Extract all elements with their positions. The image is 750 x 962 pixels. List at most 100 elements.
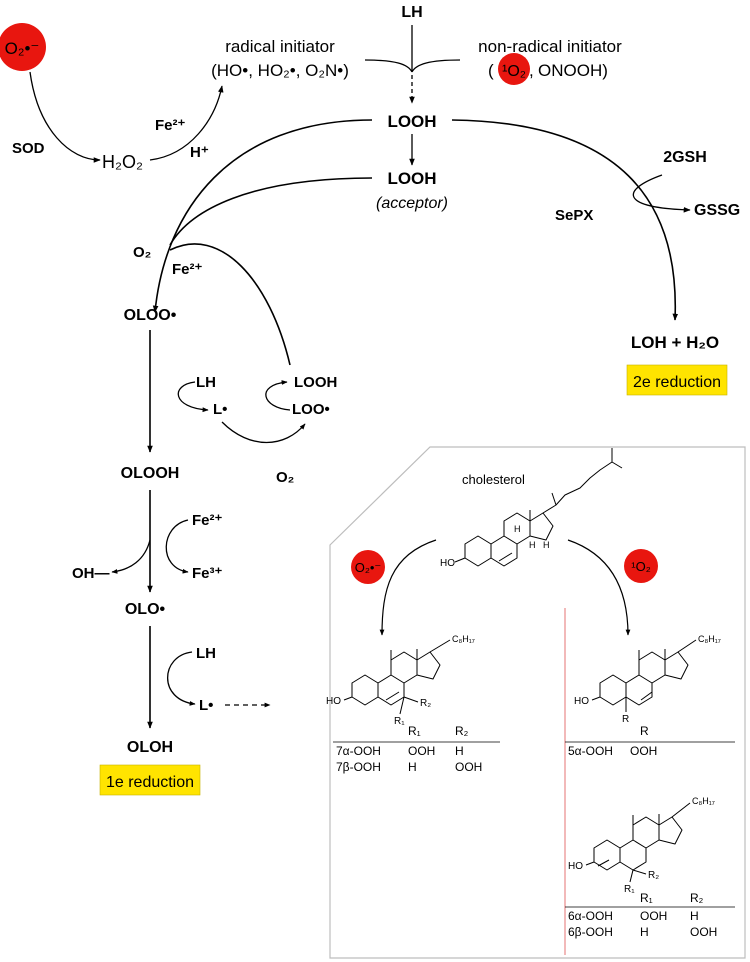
l-to-loo-arc xyxy=(221,421,306,443)
nonradical-initiator-species: ONOOH) xyxy=(538,61,608,80)
fenton-arrow xyxy=(149,85,224,161)
loo-radical-cycle: LOO• xyxy=(292,401,330,418)
h-label-chol-1: H xyxy=(514,524,521,534)
gsh-label: 2GSH xyxy=(663,149,707,166)
fe2-center: Fe²⁺ xyxy=(172,261,203,278)
2e-reduction-label: 2e reduction xyxy=(633,374,721,391)
table6-header-r1: R₁ xyxy=(640,891,653,905)
table6-row1-name: 6β-OOH xyxy=(568,925,613,939)
r-label-5: R xyxy=(622,714,629,725)
lh-chain2: LH xyxy=(196,645,216,662)
sod-label: SOD xyxy=(12,140,45,157)
radical-initiator-title: radical initiator xyxy=(225,37,335,56)
superoxide-circle xyxy=(0,23,46,71)
hplus-label: H⁺ xyxy=(190,144,209,161)
singlet-oxygen-attack-arrow xyxy=(567,539,631,636)
2e-reduction-box xyxy=(626,364,728,396)
cholesterol-structure: HO H H H xyxy=(440,448,623,569)
1e-reduction-box xyxy=(99,764,201,796)
table5-header-r: R xyxy=(640,724,649,738)
radical-initiator-species: (HO•, HO₂•, O₂N•) xyxy=(211,61,349,80)
lh-to-l-arc xyxy=(177,381,209,413)
singlet-oxygen-top: ¹O₂ xyxy=(502,63,526,80)
table6-row1-r1: H xyxy=(640,925,649,939)
singlet-oxygen-circle-panel xyxy=(624,549,658,583)
6-ooh-structure: HO C₈H₁₇ R₁ R₂ xyxy=(568,796,715,895)
superoxide-attack-arrow xyxy=(379,539,437,636)
table7-row0-r1: OOH xyxy=(408,744,435,758)
cholesterol-label: cholesterol xyxy=(462,472,525,487)
7-ooh-table: R₁ R₂ 7α-OOH OOH H 7β-OOH H OOH xyxy=(333,724,500,774)
paren-open: ( xyxy=(488,61,494,80)
loh-h2o-label: LOH + H₂O xyxy=(631,333,719,352)
o2-center: O₂ xyxy=(133,244,151,261)
table7-row1-r1: H xyxy=(408,760,417,774)
looh-cycle: LOOH xyxy=(294,374,337,391)
c8h17-label-5: C₈H₁₇ xyxy=(698,634,721,644)
table7-row0-r2: H xyxy=(455,744,464,758)
radical-initiator-join xyxy=(364,59,413,73)
h-label-chol-2: H xyxy=(529,540,536,550)
h2o2-label: H₂O₂ xyxy=(102,152,143,172)
gsh-to-gssg-arc xyxy=(632,174,691,213)
table7-header-r2: R₂ xyxy=(455,724,469,738)
sepx-label: SePX xyxy=(555,207,593,224)
ho-label-6: HO xyxy=(568,861,583,872)
sod-arrow xyxy=(29,71,101,163)
h-label-chol-3: H xyxy=(543,540,550,550)
table6-row0-r1: OOH xyxy=(640,909,667,923)
nonradical-initiator-title: non-radical initiator xyxy=(478,37,622,56)
table5-row0-name: 5α-OOH xyxy=(568,744,613,758)
r1-label-6: R₁ xyxy=(624,884,635,895)
acceptor-note: (acceptor) xyxy=(376,195,448,212)
lh-cycle: LH xyxy=(196,374,216,391)
comma-top: , xyxy=(529,61,534,80)
looh-feedback-arc xyxy=(169,243,291,366)
lh-top: LH xyxy=(401,4,422,21)
r2-label-6: R₂ xyxy=(648,870,659,881)
table6-row0-name: 6α-OOH xyxy=(568,909,613,923)
ho-label-7: HO xyxy=(326,696,341,707)
cholesterol-panel xyxy=(329,446,746,959)
olooh: OLOOH xyxy=(121,465,180,482)
nonradical-initiator-join xyxy=(411,59,461,73)
c8h17-label-6: C₈H₁₇ xyxy=(692,796,715,806)
acceptor-join-arc xyxy=(169,177,373,246)
6-ooh-table: R₁ R₂ 6α-OOH OOH H 6β-OOH H OOH xyxy=(565,891,735,939)
loo-to-looh-arc xyxy=(265,380,291,411)
looh-to-oloo-arc xyxy=(152,119,373,313)
singlet-oxygen-circle-top xyxy=(498,53,530,85)
table7-row1-r2: OOH xyxy=(455,760,482,774)
table6-row0-r2: H xyxy=(690,909,699,923)
looh-center: LOOH xyxy=(387,112,436,131)
fe2-to-fe3-arc xyxy=(165,519,189,574)
hydroxide: OH— xyxy=(72,565,110,582)
fe2-chain: Fe²⁺ xyxy=(192,512,223,529)
singlet-oxygen-label-panel: ¹O₂ xyxy=(631,559,651,574)
l-radical-chain2: L• xyxy=(199,697,213,714)
7-ooh-structure: HO C₈H₁₇ R₁ R₂ xyxy=(326,634,475,727)
table7-row0-name: 7α-OOH xyxy=(336,744,381,758)
table7-header-r1: R₁ xyxy=(408,724,421,738)
c8h17-label-7: C₈H₁₇ xyxy=(452,634,475,644)
oh-release-arc xyxy=(111,539,151,574)
5-ooh-table: R 5α-OOH OOH xyxy=(565,724,735,758)
table7-row1-name: 7β-OOH xyxy=(336,760,381,774)
fe2-label-top: Fe²⁺ xyxy=(155,117,186,134)
5-ooh-structure: HO C₈H₁₇ R xyxy=(574,634,721,725)
1e-reduction-label: 1e reduction xyxy=(106,774,194,791)
looh-acceptor: LOOH xyxy=(387,169,436,188)
o2-cycle: O₂ xyxy=(276,469,294,486)
table6-header-r2: R₂ xyxy=(690,891,704,905)
ho-label-cholesterol: HO xyxy=(440,558,455,569)
table6-row1-r2: OOH xyxy=(690,925,717,939)
table5-row0-r: OOH xyxy=(630,744,657,758)
l-radical-cycle: L• xyxy=(213,401,227,418)
r2-label-7: R₂ xyxy=(420,698,431,709)
oloo-radical: OLOO• xyxy=(124,307,177,324)
superoxide-label: O₂•⁻ xyxy=(5,39,40,58)
oloh: OLOH xyxy=(127,739,173,756)
r1-label-7: R₁ xyxy=(394,716,405,727)
ho-label-5: HO xyxy=(574,696,589,707)
